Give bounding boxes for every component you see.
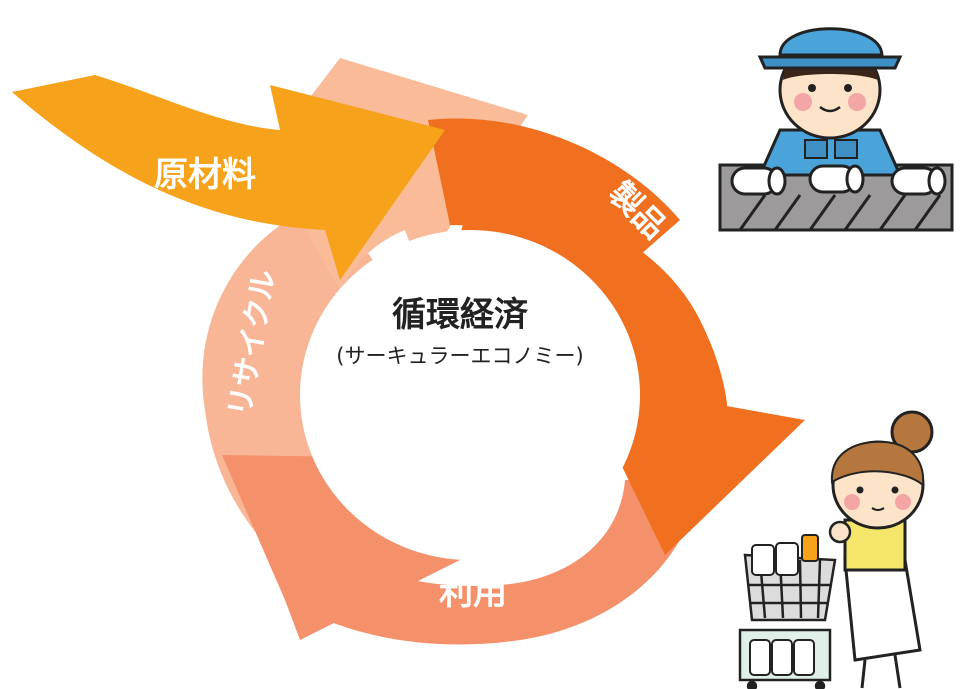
use-arrow [290,480,700,645]
center-title: 循環経済 [392,295,529,335]
use-label: 利用 [439,573,507,613]
center-subtitle: (サーキュラーエコノミー) [336,344,583,368]
center-hole [300,230,640,560]
use-arrowhead [222,455,500,640]
products-arrow-top [428,118,680,291]
shopper-illustration [738,410,934,689]
raw-materials-label: 原材料 [154,155,256,195]
factory-worker-illustration [718,27,954,232]
raw-materials-arrow [12,75,445,280]
